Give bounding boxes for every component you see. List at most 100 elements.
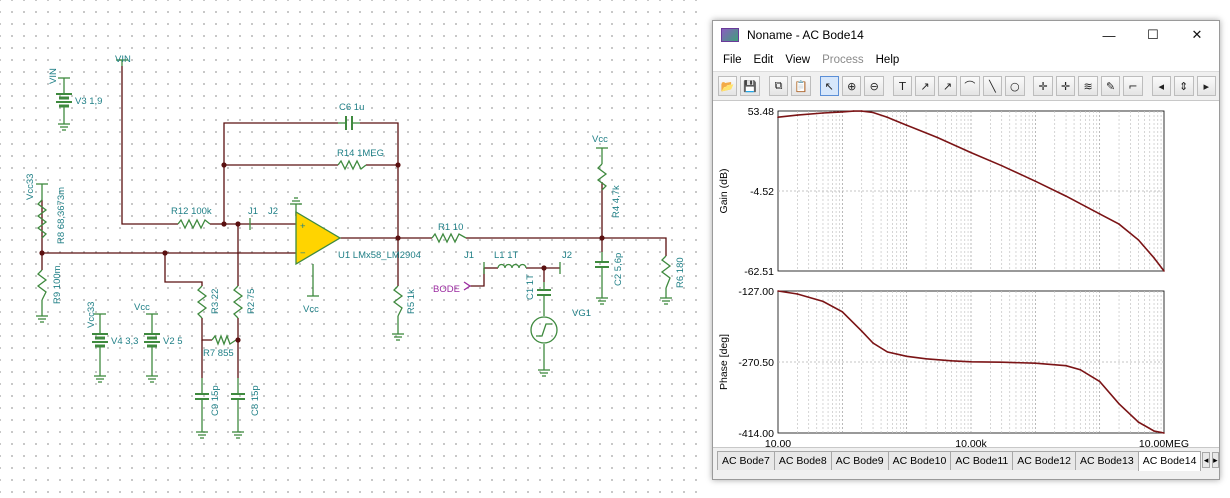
label-point-icon[interactable]: ↗ [937, 76, 958, 96]
vcc-v2-label: Vcc [134, 302, 150, 313]
xtick-label: 10.00 [765, 438, 791, 447]
tab-ac-bode8[interactable]: AC Bode8 [773, 451, 832, 470]
phase-axis-label: Phase [deg] [718, 334, 730, 390]
inductor-l1 [497, 263, 527, 269]
paste-icon[interactable]: 📋 [791, 76, 811, 96]
c9-label: C9 15p [210, 385, 221, 416]
phase-data-point [860, 330, 863, 332]
gain-data-point [886, 116, 889, 119]
save-icon[interactable]: 💾 [740, 76, 760, 96]
phase-data-point [777, 290, 779, 292]
c6-label: C6 1u [339, 102, 364, 113]
jumpers [249, 218, 561, 274]
menu-edit[interactable]: Edit [753, 54, 774, 66]
schematic-canvas[interactable]: VIN VIN V3 1,9 C6 1u R14 1MEG R12 100k J… [0, 0, 706, 498]
phase-data-point [905, 355, 908, 358]
xtick-label: 10.00MEG [1139, 438, 1189, 447]
gain-ytick-label: 53.48 [748, 106, 774, 118]
phase-ytick-label: -127.00 [738, 286, 774, 298]
zoom-in-icon[interactable]: ⊕ [842, 76, 862, 96]
r8-label: R8 68,3673m [56, 187, 67, 244]
power-terminals [36, 59, 608, 330]
phase-data-point [1163, 432, 1165, 434]
ellipse-icon[interactable]: ○ [1005, 76, 1025, 96]
phase-data-point [1065, 364, 1067, 367]
scroll-left-icon[interactable]: ◂ [1151, 76, 1172, 96]
phase-data-point [822, 300, 824, 303]
gain-data-point [1153, 257, 1155, 259]
minimize-button[interactable]: — [1102, 27, 1116, 43]
j1-top-label: J1 [248, 206, 258, 217]
tab-ac-bode13[interactable]: AC Bode13 [1075, 451, 1139, 470]
tab-scroll-next-button[interactable]: ▸ [1211, 452, 1219, 468]
phase-data-point [1137, 421, 1140, 423]
resistors [36, 159, 672, 346]
marker-icon[interactable]: ✎ [1100, 76, 1121, 96]
gain-data-point [970, 151, 972, 154]
bode-window[interactable]: Noname - AC Bode14 — ☐ ✕ File Edit View Pro… [712, 20, 1220, 480]
gain-data-point [796, 114, 799, 116]
vcc-r4-label: Vcc [592, 134, 608, 145]
r2-label: R2 75 [246, 289, 257, 314]
phase-data-point [886, 351, 889, 353]
j2-top-label: J2 [268, 206, 278, 217]
menu-file[interactable]: File [723, 54, 742, 66]
tab-ac-bode9[interactable]: AC Bode9 [830, 451, 889, 470]
title-bar[interactable]: Noname - AC Bode14 — ☐ ✕ [713, 21, 1219, 49]
capacitors [195, 116, 609, 414]
gain-data-point [1065, 195, 1067, 197]
zoom-out-icon[interactable]: ⊖ [864, 76, 884, 96]
gain-data-point [872, 111, 874, 114]
v3-vin-label: VIN [48, 68, 59, 84]
wires [41, 66, 667, 378]
label-curve-icon[interactable]: ↗ [915, 76, 935, 96]
phase-data-point [841, 310, 844, 313]
open-icon[interactable]: 📂 [718, 76, 738, 96]
vcc33-v4-label: Vcc33 [86, 302, 97, 328]
gain-data-point [852, 110, 855, 112]
maximize-button[interactable]: ☐ [1147, 27, 1159, 42]
gain-data-point [1118, 223, 1120, 225]
tab-ac-bode11[interactable]: AC Bode11 [950, 451, 1014, 470]
line-icon[interactable]: ╲ [982, 76, 1003, 96]
c1-label: C1 1T [525, 274, 536, 300]
tab-ac-bode12[interactable]: AC Bode12 [1012, 451, 1076, 470]
gain-data-point [822, 112, 824, 114]
scroll-right-icon[interactable]: ▸ [1196, 76, 1216, 96]
tab-ac-bode10[interactable]: AC Bode10 [887, 451, 952, 470]
cursor-a-icon[interactable]: ✛ [1033, 76, 1053, 96]
close-button[interactable]: ✕ [1191, 27, 1203, 42]
gain-data-point [841, 111, 844, 113]
gain-axis-label: Gain (dB) [718, 169, 730, 214]
copy-icon[interactable]: ⧉ [768, 76, 789, 96]
scroll-updown-icon[interactable]: ⇕ [1174, 76, 1194, 96]
pointer-icon[interactable]: ↖ [819, 76, 839, 96]
tab-scroll-prev-button[interactable]: ◂ [1202, 452, 1210, 468]
phase-data-point [1034, 362, 1037, 365]
bode-label: BODE [433, 284, 460, 295]
curves-icon[interactable]: ≋ [1078, 76, 1098, 96]
text-icon[interactable]: T [892, 76, 913, 96]
phase-series-line [777, 290, 1165, 434]
r5-label: R5 1k [406, 289, 417, 314]
phase-data-point [872, 342, 874, 344]
vcc33-r8-label: Vcc33 [25, 174, 36, 200]
toolbar: 📂💾⧉📋↖⊕⊖T↗↗⌒╲○✛✛≋✎⌐◂⇕▸ [713, 71, 1219, 101]
window-title: Noname - AC Bode14 [747, 28, 864, 42]
opamp-plus-label: + [300, 221, 306, 232]
menu-process[interactable]: Process [822, 54, 864, 66]
label-bracket-icon[interactable]: ⌒ [960, 76, 980, 96]
battery-v3 [56, 88, 72, 112]
tab-ac-bode7[interactable]: AC Bode7 [717, 451, 775, 470]
phase-data-point [1153, 430, 1155, 432]
slope-icon[interactable]: ⌐ [1123, 76, 1143, 96]
gain-ytick-label: -62.51 [744, 266, 774, 278]
menu-bar: File Edit View Process Help [713, 49, 1219, 71]
tab-ac-bode14[interactable]: AC Bode14 [1137, 451, 1202, 471]
menu-help[interactable]: Help [875, 54, 900, 66]
menu-view[interactable]: View [785, 54, 811, 66]
cursor-b-icon[interactable]: ✛ [1055, 76, 1076, 96]
vcc-u1-label: Vcc [303, 304, 319, 315]
gain-ytick-label: -4.52 [750, 186, 774, 198]
